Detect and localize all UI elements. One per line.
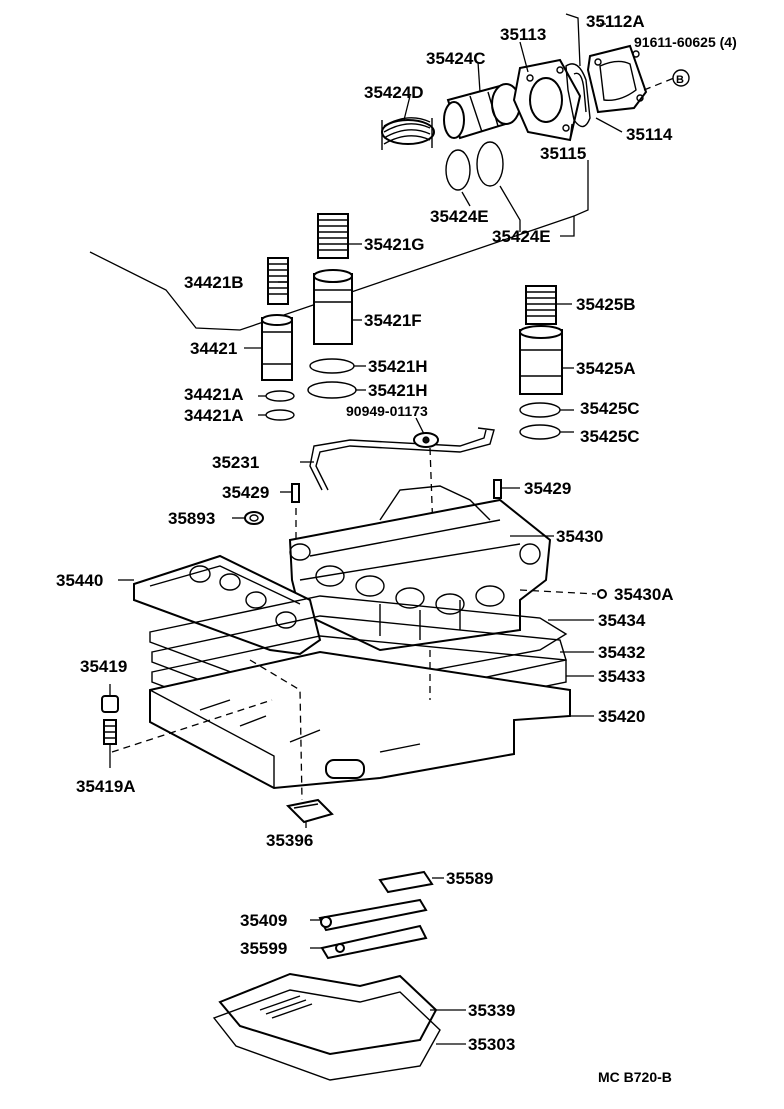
label-35115: 35115	[540, 144, 586, 163]
label-35419: 35419	[80, 657, 127, 676]
label-35113: 35113	[500, 25, 546, 44]
label-35231: 35231	[212, 453, 259, 472]
label-35421H-2: 35421H	[368, 381, 428, 400]
valve-body-35440	[118, 554, 322, 656]
leader-90949	[415, 417, 425, 435]
label-35339: 35339	[468, 1001, 515, 1020]
svg-text:B: B	[676, 74, 684, 86]
middle-leaders	[244, 243, 574, 433]
label-35420: 35420	[598, 707, 645, 726]
plate-35112A	[586, 44, 648, 114]
o-rings-34421A	[265, 390, 295, 421]
label-35421F: 35421F	[364, 311, 422, 330]
label-35893: 35893	[168, 509, 215, 528]
cover-35113	[512, 58, 582, 142]
label-35599: 35599	[240, 939, 287, 958]
strainer-35396	[285, 798, 334, 828]
label-35430: 35430	[556, 527, 603, 546]
label-34421B: 34421B	[184, 273, 244, 292]
gaskets-35114-35115	[565, 63, 591, 128]
label-35303: 35303	[468, 1035, 515, 1054]
strainer-35339	[218, 972, 466, 1056]
label-35434: 35434	[598, 611, 646, 630]
label-35409: 35409	[240, 911, 287, 930]
label-35589: 35589	[446, 869, 493, 888]
spring-35425B	[525, 285, 557, 325]
upper-valve-body-35430	[288, 485, 607, 652]
valve-body-35420	[149, 650, 594, 790]
label-35440: 35440	[56, 571, 103, 590]
o-rings-35425C	[519, 402, 561, 440]
label-35424D: 35424D	[364, 83, 424, 102]
part-labels: 35112A 35113 91611-60625 (4) 35424C 3542…	[56, 12, 737, 1085]
label-35425C-2: 35425C	[580, 427, 640, 446]
check-ball-90949-01173	[413, 432, 439, 561]
label-35425A: 35425A	[576, 359, 636, 378]
label-34421A-2: 34421A	[184, 406, 244, 425]
label-35396: 35396	[266, 831, 313, 850]
label-91611-60625: 91611-60625 (4)	[634, 34, 737, 50]
bolt-marker: B	[672, 69, 690, 87]
label-35429-1: 35429	[222, 483, 269, 502]
label-35424E-2: 35424E	[492, 227, 551, 246]
plug-35893	[232, 511, 264, 525]
label-35432: 35432	[598, 643, 645, 662]
pipe-35231	[309, 427, 495, 491]
o-rings-35421H	[307, 358, 357, 399]
label-35433: 35433	[598, 667, 645, 686]
spring-35424D	[381, 117, 435, 150]
piston-34421	[261, 314, 293, 381]
piston-35424C	[443, 83, 521, 140]
plate-35589	[378, 870, 444, 894]
label-90949-01173: 90949-01173	[346, 403, 428, 419]
label-35429-2: 35429	[524, 479, 571, 498]
oil-pan-gasket-35303	[212, 989, 466, 1081]
piston-35425A	[519, 325, 563, 395]
piston-35421F	[313, 269, 353, 345]
label-34421A-1: 34421A	[184, 385, 244, 404]
label-35112A: 35112A	[586, 12, 645, 31]
label-35430A: 35430A	[614, 585, 674, 604]
top-leaders	[89, 13, 675, 331]
label-35424E-1: 35424E	[430, 207, 489, 226]
label-35421G: 35421G	[364, 235, 425, 254]
spring-35419A	[103, 719, 117, 768]
label-35425C-1: 35425C	[580, 399, 640, 418]
valve-35419	[101, 684, 119, 713]
label-34421: 34421	[190, 339, 237, 358]
plate-35599	[310, 924, 428, 960]
diagram-code: MC B720-B	[598, 1069, 672, 1085]
label-35424C: 35424C	[426, 49, 486, 68]
label-35425B: 35425B	[576, 295, 636, 314]
label-35421H-1: 35421H	[368, 357, 428, 376]
label-35419A: 35419A	[76, 777, 136, 796]
spring-35421G	[317, 213, 349, 259]
label-35114: 35114	[626, 125, 673, 144]
o-rings-35424E	[445, 141, 504, 191]
dashed-guides	[111, 650, 431, 801]
detent-spring-35409	[310, 898, 428, 932]
spring-34421B	[267, 257, 289, 305]
